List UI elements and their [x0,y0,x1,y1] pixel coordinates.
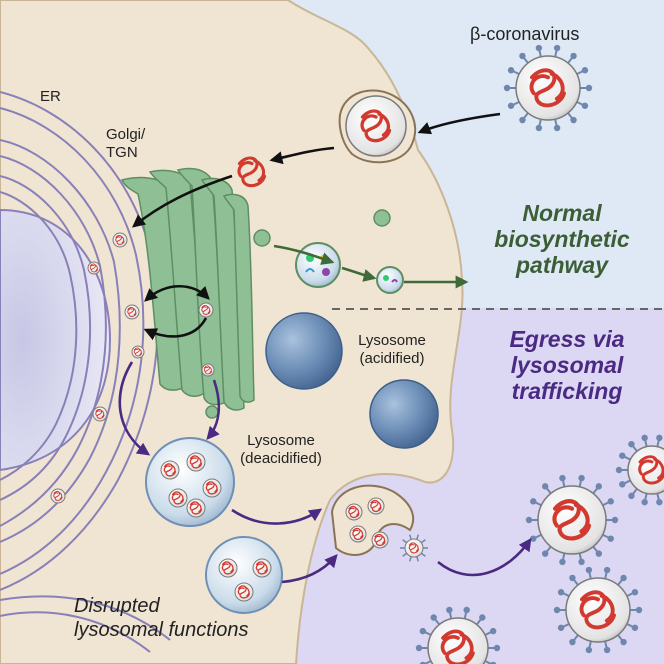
lysosome-acidified-2 [369,379,439,449]
er-label: ER [40,88,61,105]
virion-5 [615,434,664,506]
virion-4 [415,606,501,664]
virion-3 [553,566,643,654]
normal-pathway-label: Normal biosynthetic pathway [464,200,660,278]
disrupted-functions-label: Disrupted lysosomal functions [74,594,249,642]
normal-pathway-line2: biosynthetic [494,226,630,252]
egress-pathway-line1: Egress via [509,326,625,352]
lysosome-acidified-line1: Lysosome [358,332,426,349]
normal-pathway-line1: Normal [522,200,602,226]
lysosome-deacidified-line1: Lysosome [247,432,315,449]
golgi-label-line2: TGN [106,144,138,161]
lysosome-acidified-1 [265,312,343,390]
virus-label: β-coronavirus [470,24,580,44]
normal-pathway-line3: pathway [515,252,609,278]
arrow-biosynthetic-2 [341,266,377,282]
arrow-to-er [131,174,233,228]
lysosome-acidified-line2: (acidified) [359,350,425,367]
arrow-lysosome-to-exit [231,508,323,525]
virion-2 [525,474,619,566]
virion-exiting [400,534,428,562]
arrow-disrupted-to-exit [281,554,338,584]
extracellular-virions [400,44,664,664]
entry-endosome [338,89,417,164]
arrows [118,112,532,584]
lysosome-acidified-label: Lysosome (acidified) [344,332,440,368]
arrow-er-to-lysosome [118,361,151,456]
arrow-entry [417,112,501,135]
arrow-golgi-er-back [143,317,208,341]
lysosome-deacidified [145,437,235,527]
exocytosis-pocket [330,484,415,556]
arrow-biosynthetic-1 [273,244,335,265]
disrupted-functions-line1: Disrupted [74,595,160,617]
lysosome-deacidified-label: Lysosome (deacidified) [220,432,342,468]
disrupted-functions-line2: lysosomal functions [74,619,249,641]
arrow-er-golgi-forward [144,285,210,302]
golgi-label: Golgi/ TGN [106,126,145,162]
arrow-egress-release [437,537,532,577]
er-virions [50,232,215,504]
lysosome-deacidified-line2: (deacidified) [240,450,322,467]
egress-pathway-line2: lysosomal [510,352,624,378]
arrow-golgi-to-lysosome [206,379,221,440]
egress-pathway-line3: trafficking [511,378,623,404]
nucleus [0,208,112,472]
secretory-vesicle-small [376,266,404,294]
lysosome-disrupted [205,536,283,614]
egress-pathway-label: Egress via lysosomal trafficking [472,326,662,404]
arrow-uncoat [269,146,335,165]
secretory-vesicle-large [295,242,341,288]
golgi-label-line1: Golgi/ [106,126,146,143]
virion-1 [503,44,593,132]
